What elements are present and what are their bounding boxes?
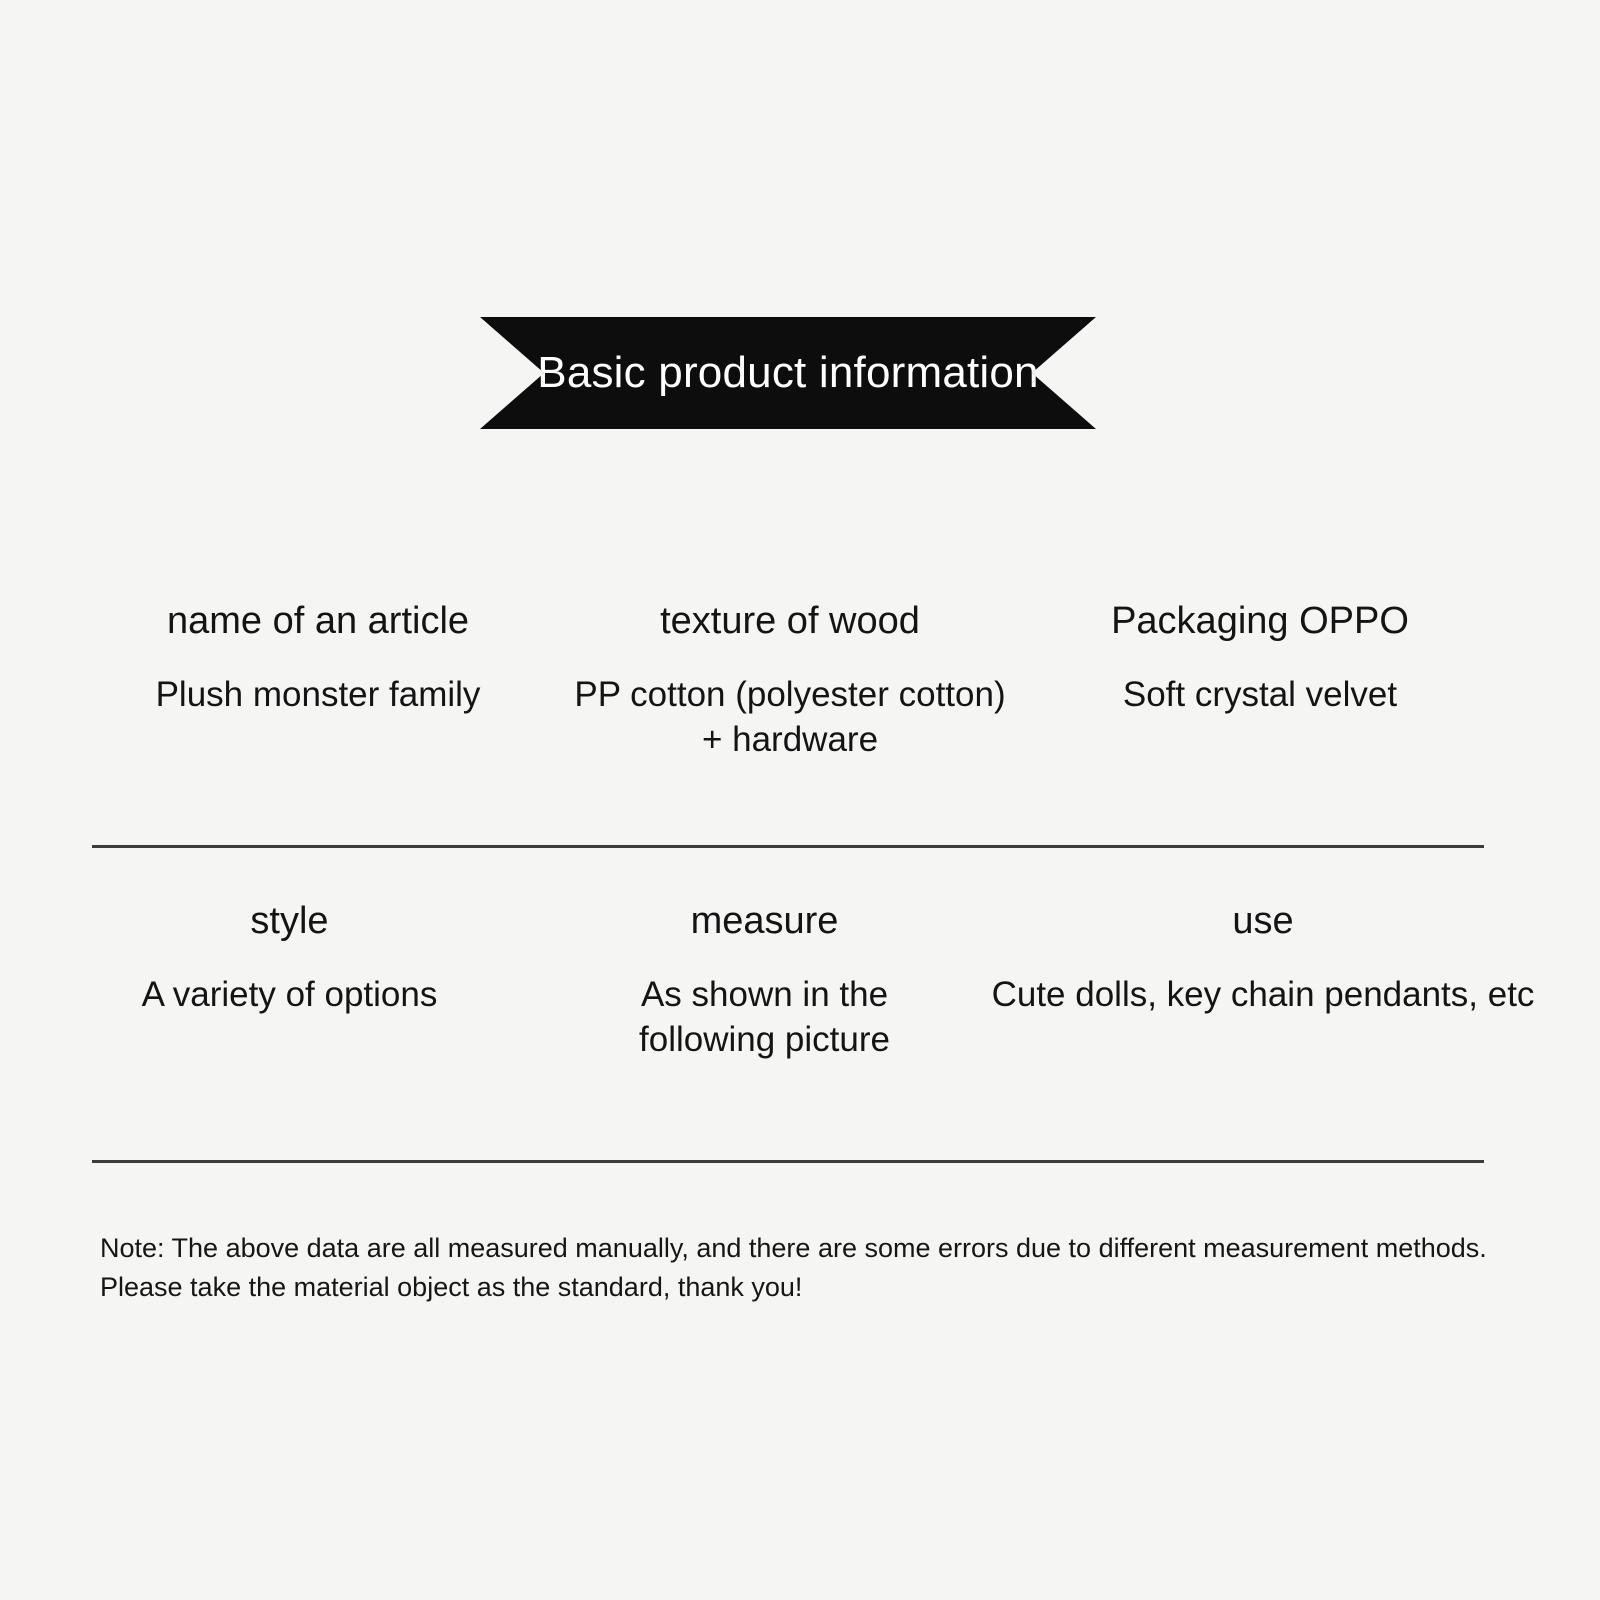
spec-row: style A variety of options measure As sh… (92, 900, 1535, 1063)
section-divider (92, 845, 1484, 848)
spec-value: Cute dolls, key chain pendants, etc (991, 974, 1535, 1014)
spec-label: texture of wood (660, 600, 920, 642)
spec-cell-texture-of-wood: texture of wood PP cotton (polyester cot… (544, 600, 1036, 763)
spec-cell-use: use Cute dolls, key chain pendants, etc (992, 900, 1535, 1017)
spec-label: measure (690, 900, 839, 942)
spec-cell-name-of-an-article: name of an article Plush monster family (92, 600, 544, 717)
spec-label: name of an article (166, 600, 470, 642)
spec-cell-measure: measure As shown in the following pictur… (487, 900, 1042, 1063)
spec-label: use (1232, 900, 1294, 942)
spec-value: Plush monster family (155, 674, 481, 714)
spec-label: Packaging OPPO (1111, 600, 1409, 642)
spec-label: style (250, 900, 329, 942)
spec-value: As shown in the following picture (639, 974, 890, 1060)
spec-value: PP cotton (polyester cotton) + hardware (574, 674, 1006, 760)
section-banner: Basic product information (480, 317, 1096, 429)
banner-title: Basic product information (537, 348, 1039, 397)
section-divider (92, 1160, 1484, 1163)
spec-value: A variety of options (141, 974, 438, 1014)
spec-cell-packaging-oppo: Packaging OPPO Soft crystal velvet (1036, 600, 1484, 717)
spec-row: name of an article Plush monster family … (92, 600, 1484, 763)
footer-note: Note: The above data are all measured ma… (100, 1233, 1487, 1303)
spec-value: Soft crystal velvet (1122, 674, 1398, 714)
banner-ribbon-shape: Basic product information (480, 317, 1096, 429)
spec-cell-style: style A variety of options (92, 900, 487, 1017)
